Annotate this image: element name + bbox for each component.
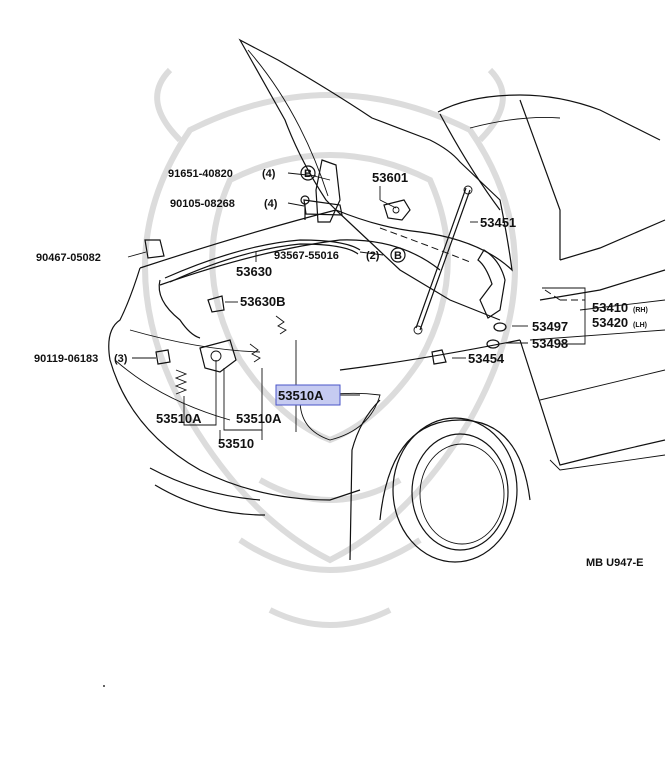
label-90105-08268[interactable]: 90105-08268 [170, 198, 235, 210]
qty-91651-40820: (4) [262, 168, 276, 180]
label-53498[interactable]: 53498 [532, 336, 568, 351]
label-53630[interactable]: 53630 [236, 264, 272, 279]
qty-90119-06183: (3) [114, 353, 128, 365]
label-93567-55016[interactable]: 93567-55016 [274, 250, 339, 262]
highlight-53510A-box[interactable] [275, 384, 341, 406]
label-53420[interactable]: 53420 [592, 315, 628, 330]
label-53510[interactable]: 53510 [218, 436, 254, 451]
label-53510A-highlighted[interactable]: 53510A [278, 388, 324, 403]
watermark-emblem [142, 67, 518, 628]
label-53601[interactable]: 53601 [372, 170, 408, 185]
label-53510A-left[interactable]: 53510A [156, 411, 202, 426]
label-53410[interactable]: 53410 [592, 300, 628, 315]
label-53510A-mid[interactable]: 53510A [236, 411, 282, 426]
diagram-code: MB U947-E [586, 557, 643, 569]
symbol-b-91651: B [304, 168, 312, 180]
label-53451[interactable]: 53451 [480, 215, 516, 230]
label-53630B[interactable]: 53630B [240, 294, 286, 309]
side-53410: (RH) [633, 307, 648, 314]
leader-lines [127, 172, 586, 440]
label-90467-05082[interactable]: 90467-05082 [36, 252, 101, 264]
label-53497[interactable]: 53497 [532, 319, 568, 334]
part-labels: 91651-40820 (4) 90105-08268 (4) 90467-05… [34, 168, 648, 569]
b-symbols: B B [300, 165, 406, 263]
car-body-outline [108, 38, 666, 563]
label-91651-40820[interactable]: 91651-40820 [168, 168, 233, 180]
side-53420: (LH) [633, 322, 647, 329]
label-90119-06183[interactable]: 90119-06183 [34, 353, 98, 365]
qty-90105-08268: (4) [264, 198, 278, 210]
qty-93567-55016: (2) [366, 250, 380, 262]
label-53454[interactable]: 53454 [468, 351, 505, 366]
stray-dot [103, 685, 105, 687]
hood-parts [144, 159, 507, 395]
symbol-b-93567: B [394, 250, 402, 262]
